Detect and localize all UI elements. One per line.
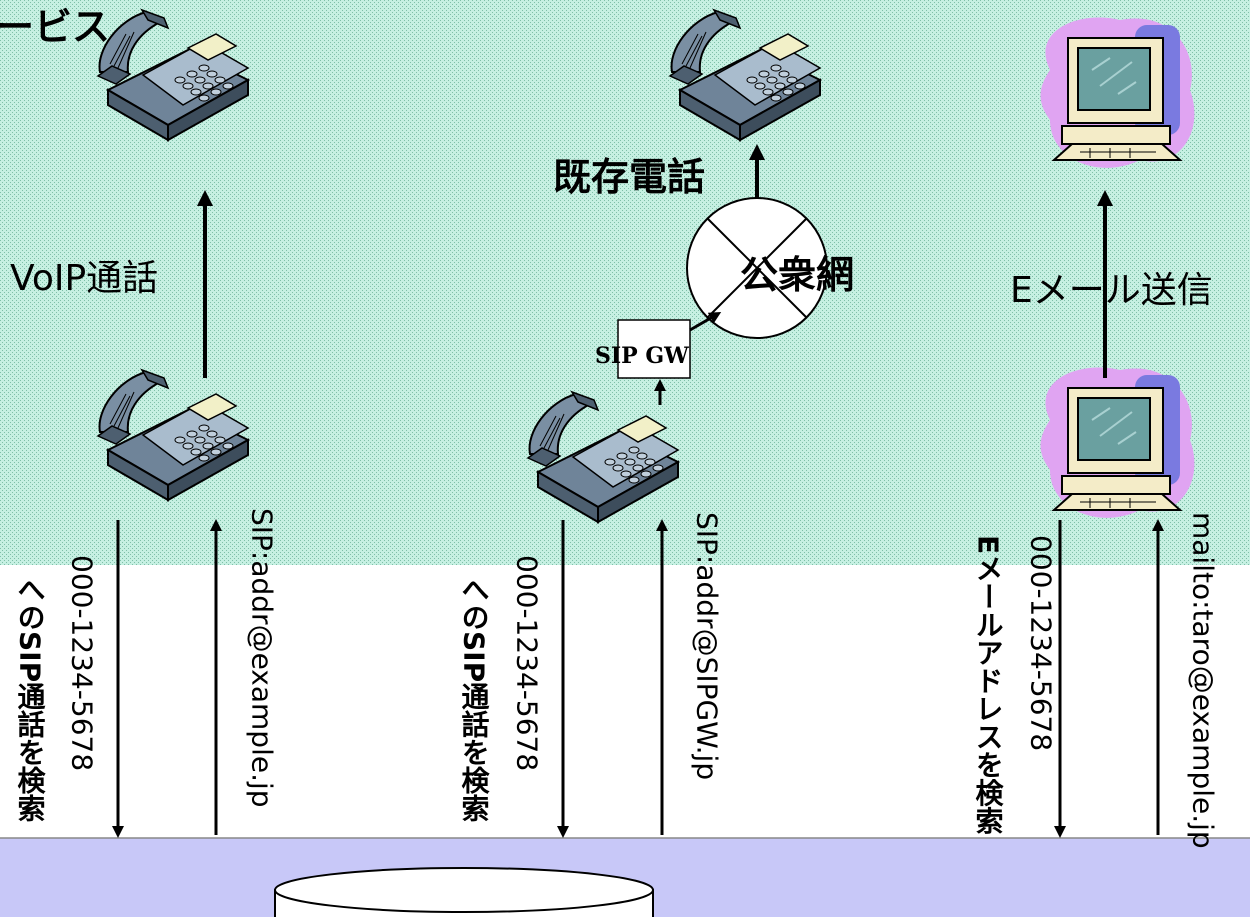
database-icon xyxy=(274,867,654,917)
response-text-center: SIP:addr@SIPGW.jp xyxy=(691,512,724,780)
middle-band xyxy=(0,565,1250,840)
public-network-label: 公衆網 xyxy=(740,253,854,297)
computer-icon-bottom xyxy=(1039,366,1196,519)
query-text-center-line2: へのSIP通話を検索 xyxy=(458,575,491,822)
query-text-center-line1: 000-1234-5678 xyxy=(511,555,544,771)
sip-gw-label: SIP GW xyxy=(595,343,689,369)
computer-icon-top xyxy=(1039,16,1196,169)
voip-label: VoIP通話 xyxy=(10,258,158,299)
query-text-right-line1: 000-1234-5678 xyxy=(1025,535,1058,751)
existing-phone-label: 既存電話 xyxy=(553,155,705,199)
gw-to-network-arrow xyxy=(689,312,722,332)
public-network-circle xyxy=(686,197,828,339)
response-text-right: mailto:taro@example.jp xyxy=(1187,512,1220,849)
query-text-left-line1: 000-1234-5678 xyxy=(66,555,99,771)
query-text-right-line2: Eメールアドレスを検索 xyxy=(972,535,1005,834)
query-text-left-line2: へのSIP通話を検索 xyxy=(14,575,47,822)
sip-gw-box xyxy=(617,319,691,379)
page-title: ービス xyxy=(0,5,110,49)
response-text-left: SIP:addr@example.jp xyxy=(246,508,279,808)
email-label: Eメール送信 xyxy=(1010,270,1213,311)
